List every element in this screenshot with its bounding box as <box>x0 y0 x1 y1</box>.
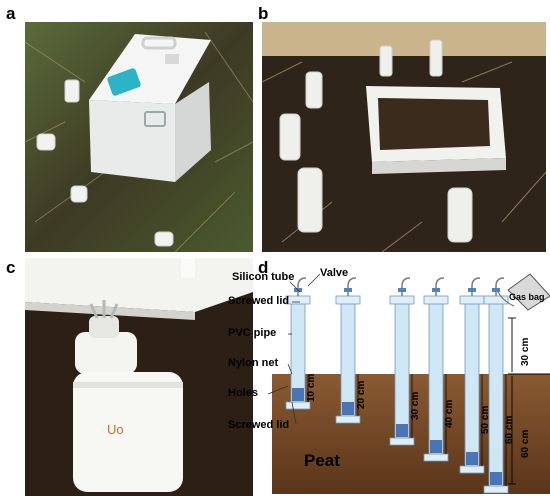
holes-section <box>292 388 304 401</box>
screwed-lid-bottom <box>335 415 361 424</box>
screwed-lid-top <box>423 295 449 305</box>
screwed-lid-bottom <box>483 485 509 494</box>
silicon-tube <box>495 277 505 296</box>
panel-label-c: c <box>6 258 16 277</box>
depth-label: 60 cm <box>504 416 515 444</box>
screwed-lid-top <box>285 295 311 305</box>
photo-c-piezometer-closeup: Uo <box>25 258 253 496</box>
piezometer-pipe-4 <box>423 277 449 462</box>
gas-bag: Gas bag <box>497 273 550 311</box>
pvc-pipe <box>428 301 444 455</box>
holes-section <box>466 452 478 465</box>
photo-c-svg: Uo <box>25 258 253 496</box>
piezometer-pipe-5 <box>459 277 485 474</box>
screwed-lid-top <box>459 295 485 305</box>
holes-section <box>430 440 442 453</box>
depth-labels: 10 cm 20 cm 30 cm 40 cm 50 cm 60 cm <box>306 374 515 486</box>
silicon-tube <box>297 277 307 296</box>
dimension-lines <box>508 317 550 485</box>
nylon-net-label: Nylon net <box>228 357 278 369</box>
valve <box>344 288 352 292</box>
valve <box>398 288 406 292</box>
screwed-lid-bottom <box>423 453 449 462</box>
photo-b-collar-and-piezometers <box>262 22 546 252</box>
photo-a-chamber-on-field <box>25 22 253 252</box>
pvc-pipe <box>340 301 356 417</box>
depth-label: 30 cm <box>410 392 421 420</box>
panel-label-b: b <box>258 4 269 23</box>
screwed-lid-bottom <box>389 437 415 446</box>
depth-label: 20 cm <box>356 381 367 409</box>
photo-b-svg <box>262 22 546 252</box>
holes-label: Holes <box>228 387 258 399</box>
peat-soil <box>272 374 550 494</box>
silicon-tube-label: Silicon tube <box>232 271 294 283</box>
piezometer-pipe-6 <box>483 277 509 494</box>
depth-label: 40 cm <box>444 400 455 428</box>
piezometer: Uo <box>73 300 183 492</box>
lid-marking: Uo <box>107 422 124 437</box>
pvc-pipe <box>290 301 306 403</box>
gas-bag-label: Gas bag <box>509 292 545 302</box>
screwed-lid-bottom <box>459 465 485 474</box>
silicon-tube <box>471 277 481 296</box>
screwed-lid-bottom-label: Screwed lid <box>228 419 289 431</box>
holes-section <box>342 402 354 415</box>
valve <box>432 288 440 292</box>
depth-label: 10 cm <box>306 374 317 402</box>
leader-lines <box>267 273 321 425</box>
piezometer-pipes <box>285 277 509 494</box>
valve <box>492 288 500 292</box>
valve <box>468 288 476 292</box>
depth-label: 50 cm <box>480 406 491 434</box>
pvc-pipe-label: PVC pipe <box>228 327 276 339</box>
screwed-lid-bottom <box>285 401 311 410</box>
holes-section <box>490 472 502 485</box>
piezometer-pipe-3 <box>389 277 415 446</box>
valve-label: Valve <box>320 267 348 279</box>
pvc-pipe <box>394 301 410 439</box>
screwed-lid-top <box>389 295 415 305</box>
photo-a-svg <box>25 22 253 252</box>
peat-label: Peat <box>304 451 340 470</box>
above-ground-label: 30 cm <box>520 338 531 366</box>
silicon-tube <box>347 277 357 296</box>
pvc-pipe <box>488 301 504 487</box>
panel-label-d: d <box>258 258 269 277</box>
static-chamber <box>89 34 211 182</box>
holes-section <box>396 424 408 437</box>
silicon-tube <box>401 277 411 296</box>
piezometer-pipe-2 <box>335 277 361 424</box>
diagram-d: Peat Gas bag Silicon tube Valve Screwed … <box>228 267 550 494</box>
collar-frame <box>366 86 506 174</box>
pvc-pipe <box>464 301 480 467</box>
silicon-tube <box>435 277 445 296</box>
panel-label-a: a <box>6 4 16 23</box>
below-ground-label: 60 cm <box>520 430 531 458</box>
screwed-lid-top-label: Screwed lid <box>228 295 289 307</box>
screwed-lid-top <box>335 295 361 305</box>
piezometer-pipe-1 <box>285 277 311 410</box>
